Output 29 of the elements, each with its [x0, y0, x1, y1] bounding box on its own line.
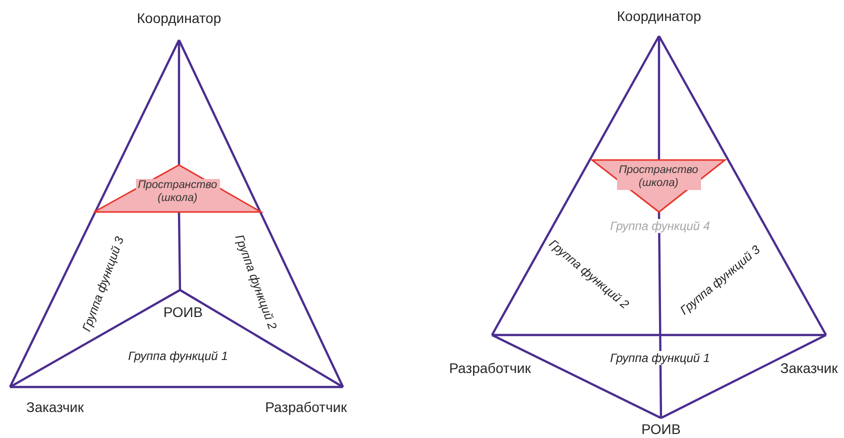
connector-line	[178, 40, 344, 388]
vertex-label: РОИВ	[163, 304, 203, 320]
vertex-label: Разработчик	[265, 399, 347, 415]
connector-line	[178, 212, 182, 290]
connector-line	[10, 386, 343, 388]
vertex-label: Координатор	[616, 8, 702, 24]
vertex-label: РОИВ	[641, 421, 681, 437]
region-label: Пространство (школа)	[616, 164, 700, 190]
connector-line	[178, 40, 180, 165]
vertex-label: Координатор	[136, 10, 222, 26]
connector-line	[179, 289, 344, 388]
group-label: Группа функций 4	[609, 219, 711, 233]
connector-line	[492, 334, 662, 419]
space-triangle	[94, 165, 261, 212]
connector-line	[9, 289, 181, 388]
vertex-label: Заказчик	[780, 360, 838, 376]
connector-line	[658, 35, 827, 336]
group-label: Группа функций 1	[127, 349, 229, 363]
connector-line	[492, 334, 826, 336]
vertex-label: Заказчик	[26, 399, 84, 415]
connector-line	[658, 212, 662, 418]
region-label: Пространство (школа)	[136, 179, 220, 205]
group-label: Группа функций 1	[609, 351, 711, 365]
space-triangle	[592, 160, 725, 212]
connector-line	[491, 35, 660, 336]
vertex-label: Разработчик	[449, 360, 531, 376]
connector-line	[660, 334, 826, 419]
connector-line	[9, 40, 180, 388]
connector-line	[658, 36, 660, 160]
